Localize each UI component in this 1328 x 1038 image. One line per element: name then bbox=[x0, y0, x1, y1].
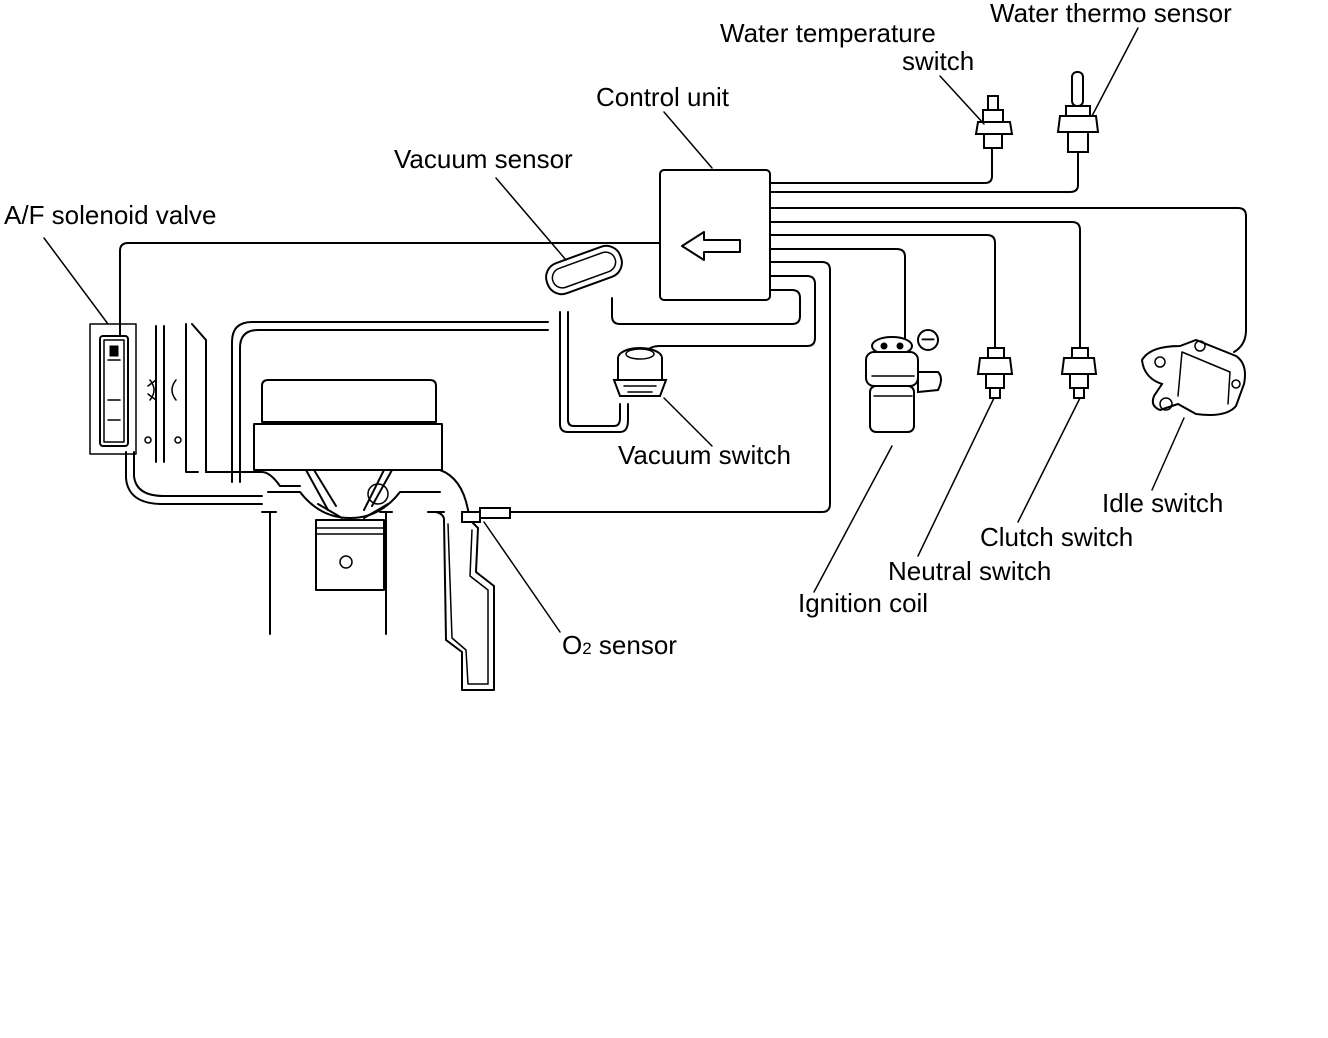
o2-sensor-label-subscript: 2 bbox=[582, 639, 591, 658]
idle-switch-label: Idle switch bbox=[1102, 488, 1223, 518]
clutch-switch-label: Clutch switch bbox=[980, 522, 1133, 552]
idle-switch bbox=[1140, 338, 1246, 416]
water-temperature-switch-label-line1: Water temperature bbox=[720, 18, 936, 48]
o2-sensor-label: O2 sensor bbox=[562, 630, 677, 660]
engine bbox=[205, 379, 511, 691]
af-solenoid-valve-label: A/F solenoid valve bbox=[4, 200, 216, 230]
clutch-switch bbox=[1060, 347, 1098, 399]
ignition-coil-label: Ignition coil bbox=[798, 588, 928, 618]
vacuum-sensor-label: Vacuum sensor bbox=[394, 144, 573, 174]
water-temperature-switch-label-line2: switch bbox=[902, 46, 974, 76]
water-thermo-sensor bbox=[1056, 71, 1100, 153]
control-unit bbox=[659, 169, 771, 301]
leader-lines bbox=[43, 27, 1185, 633]
vacuum-sensor bbox=[545, 244, 623, 296]
af-solenoid-valve bbox=[89, 323, 207, 473]
vacuum-switch-label: Vacuum switch bbox=[618, 440, 791, 470]
labels: Water thermo sensor Water temperature sw… bbox=[4, 0, 1232, 660]
wiring-harness bbox=[119, 147, 1247, 513]
water-temperature-switch bbox=[974, 95, 1014, 149]
vacuum-switch bbox=[612, 347, 668, 397]
ignition-coil: − bbox=[865, 324, 942, 433]
arrow-left-icon bbox=[681, 231, 741, 261]
o2-sensor-label-suffix: sensor bbox=[592, 630, 678, 660]
ignition-coil-polarity-label: − bbox=[920, 324, 935, 354]
vacuum-hoses bbox=[125, 311, 629, 505]
polarity-marker bbox=[917, 329, 939, 351]
neutral-switch bbox=[976, 347, 1014, 399]
water-thermo-sensor-label: Water thermo sensor bbox=[990, 0, 1232, 28]
o2-sensor-label-prefix: O bbox=[562, 630, 582, 660]
neutral-switch-label: Neutral switch bbox=[888, 556, 1051, 586]
control-unit-label: Control unit bbox=[596, 82, 730, 112]
